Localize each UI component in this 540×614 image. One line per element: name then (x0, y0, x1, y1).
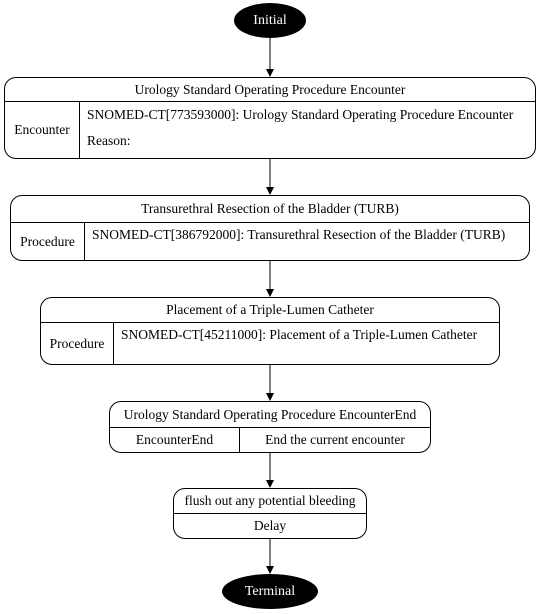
turb-title: Transurethral Resection of the Bladder (… (11, 196, 529, 223)
terminal-label: Terminal (244, 583, 296, 599)
turb-node: Transurethral Resection of the Bladder (… (10, 195, 530, 261)
encounter-code: SNOMED-CT[773593000]: Urology Standard O… (87, 107, 514, 122)
catheter-node: Placement of a Triple-Lumen Catheter Pro… (40, 297, 500, 365)
initial-label: Initial (253, 12, 287, 28)
initial-node: Initial (234, 3, 306, 38)
catheter-category: Procedure (41, 323, 114, 364)
delay-title: flush out any potential bleeding (174, 489, 366, 514)
encounterend-node: Urology Standard Operating Procedure Enc… (109, 401, 431, 453)
delay-node: flush out any potential bleeding Delay (173, 488, 367, 539)
delay-category: Delay (253, 518, 287, 533)
encounterend-title: Urology Standard Operating Procedure Enc… (110, 402, 430, 428)
encounter-title: Urology Standard Operating Procedure Enc… (5, 78, 535, 102)
turb-code: SNOMED-CT[386792000]: Transurethral Rese… (92, 227, 506, 242)
terminal-node: Terminal (222, 574, 318, 609)
encounterend-category: EncounterEnd (110, 428, 240, 452)
encounterend-code: End the current encounter (265, 432, 405, 447)
encounter-node: Urology Standard Operating Procedure Enc… (4, 77, 536, 159)
turb-category: Procedure (11, 223, 85, 260)
encounter-reason: Reason: (87, 133, 131, 148)
catheter-title: Placement of a Triple-Lumen Catheter (41, 298, 499, 323)
encounter-category: Encounter (5, 102, 80, 158)
catheter-code: SNOMED-CT[45211000]: Placement of a Trip… (121, 327, 478, 342)
